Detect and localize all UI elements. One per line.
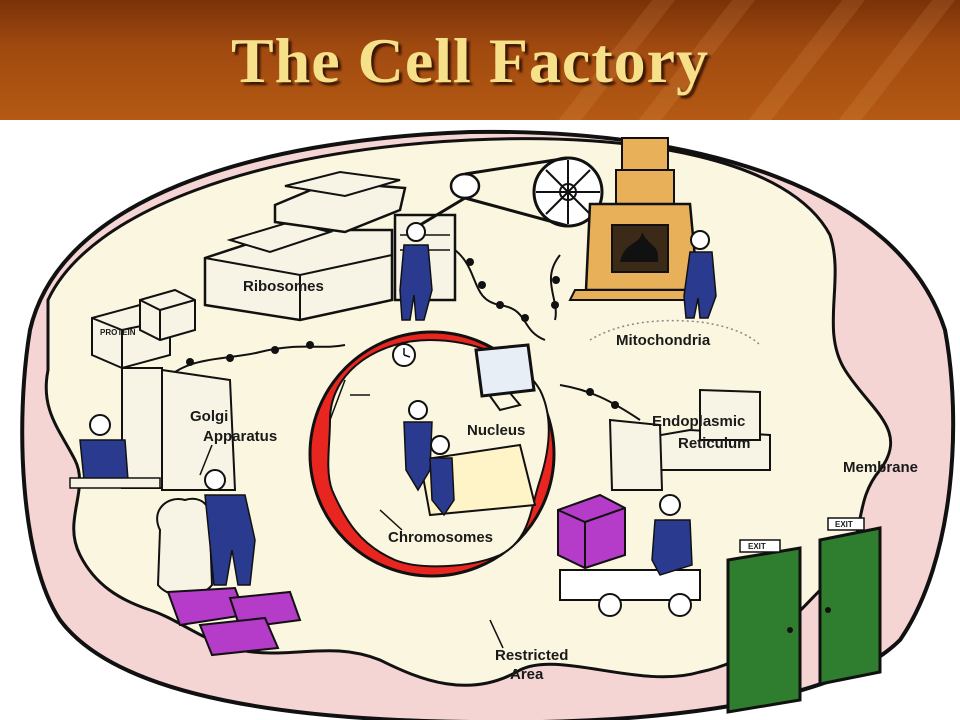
exit-sign-left: EXIT	[748, 542, 766, 551]
purple-products	[166, 586, 302, 657]
label-ribosomes: Ribosomes	[243, 278, 324, 295]
nucleus	[308, 330, 556, 578]
endoplasmic-reticulum	[557, 388, 771, 617]
label-golgi-line2: Apparatus	[203, 428, 277, 445]
label-golgi-line1: Golgi	[190, 408, 228, 425]
mitochondria-furnace	[568, 137, 761, 346]
protein-box-label: PROTEIN	[100, 328, 136, 337]
label-endoplasmic-line1: Endoplasmic	[652, 413, 745, 430]
ribosome-beads	[186, 258, 619, 409]
label-membrane: Membrane	[843, 459, 918, 476]
title-bar: The Cell Factory	[0, 0, 960, 120]
cell-factory-illustration: PROTEIN	[20, 129, 956, 720]
leader-lines	[199, 444, 504, 649]
label-endoplasmic-line2: Reticulum	[678, 435, 751, 452]
label-restricted-line1: Restricted	[495, 647, 568, 664]
label-restricted-line2: Area	[510, 666, 544, 683]
exit-doors: EXIT EXIT	[726, 517, 882, 714]
label-chromosomes: Chromosomes	[388, 529, 493, 546]
label-mitochondria: Mitochondria	[616, 332, 711, 349]
exit-sign-right: EXIT	[835, 520, 853, 529]
slide-title: The Cell Factory	[230, 25, 710, 96]
label-nucleus: Nucleus	[467, 422, 525, 439]
golgi-boxes: PROTEIN	[69, 288, 256, 598]
ribosomes-machine	[203, 156, 604, 322]
